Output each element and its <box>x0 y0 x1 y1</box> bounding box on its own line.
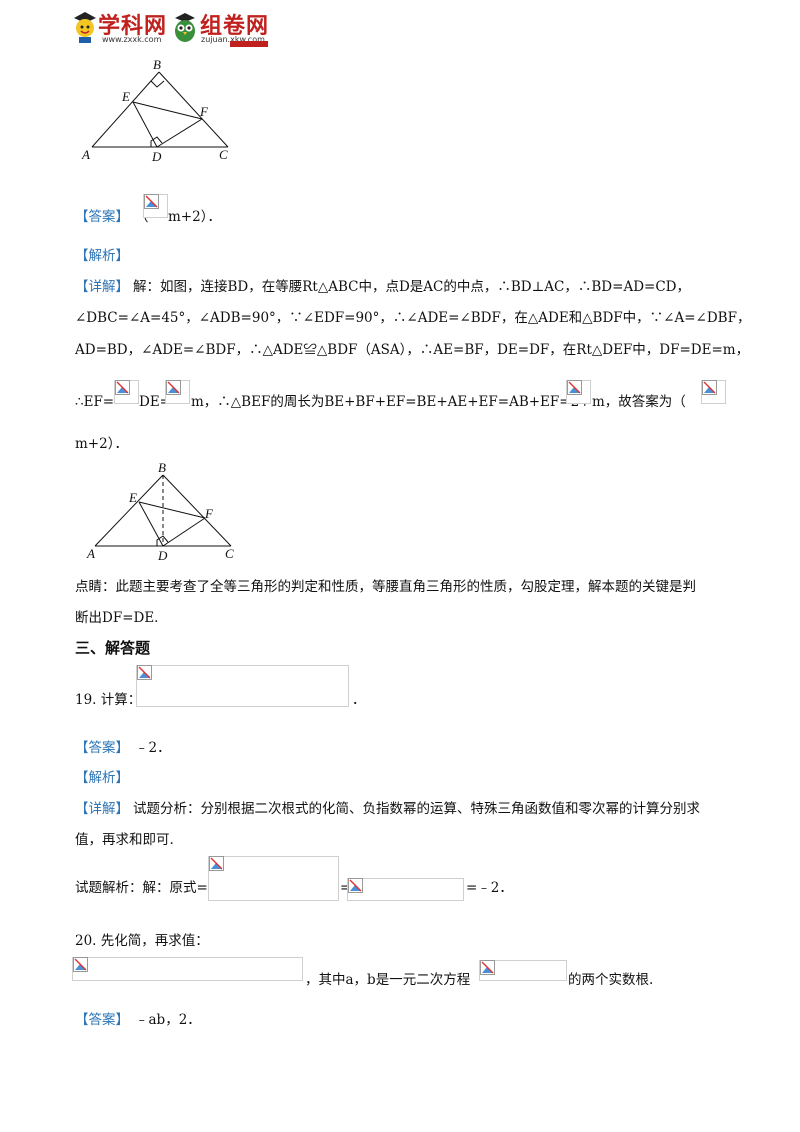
fig2-label-E: E <box>128 490 137 505</box>
q18-note-2: 断出DF=DE. <box>75 610 159 626</box>
fig1-label-C: C <box>219 147 228 162</box>
formula-image-placeholder <box>114 380 139 404</box>
formula-image-placeholder <box>701 380 726 404</box>
fig2-label-F: F <box>204 506 214 521</box>
q18-line-5: m+2）． <box>75 436 128 452</box>
fig1-label-D: D <box>151 149 162 164</box>
q20-stem: 20. 先化简，再求值： <box>75 933 209 949</box>
q20-condition-b: 的两个实数根. <box>568 972 654 988</box>
logo2-banner <box>230 41 268 47</box>
q19-solution-a: 试题解析：解：原式= <box>75 880 208 896</box>
q18-line-4a: ∴EF= <box>75 394 115 410</box>
formula-image-placeholder <box>566 380 591 404</box>
q19-analysis-tag: 【解析】 <box>75 770 129 786</box>
q19-answer-tag: 【答案】 <box>75 740 129 756</box>
q18-note: 点睛：此题主要考查了全等三角形的判定和性质，等腰直角三角形的性质，勾股定理，解本… <box>75 579 696 595</box>
fig1-label-A: A <box>81 147 90 162</box>
q19-solution-b: = <box>340 880 352 896</box>
broken-image-icon <box>209 856 224 871</box>
q18-answer-tail: m+2）． <box>168 209 221 225</box>
q18-line-2: ∠DBC=∠A=45°，∠ADB=90°，∵∠EDF=90°，∴∠ADE=∠BD… <box>75 310 751 326</box>
broken-image-icon <box>567 380 582 395</box>
q18-answer-tag: 【答案】 <box>75 209 129 225</box>
broken-image-icon <box>73 957 88 972</box>
broken-image-icon <box>348 878 363 893</box>
geometry-figure-2: B E F A D C <box>86 460 234 563</box>
fig2-label-D: D <box>157 548 168 563</box>
mascot-icon <box>74 12 96 43</box>
formula-image-placeholder <box>347 878 464 901</box>
logo2-title: 组卷网 <box>200 14 270 39</box>
q19-answer: ﹣2． <box>135 740 171 756</box>
logo1-url: www.zxxk.com <box>102 35 162 44</box>
q18-line-4d: m，故答案为（ <box>592 394 686 410</box>
formula-image-placeholder <box>136 665 349 707</box>
fig2-label-A: A <box>86 546 95 561</box>
broken-image-icon <box>166 380 181 395</box>
q19-detail-2: 值，再求和即可. <box>75 832 174 848</box>
q19-stem-tail: ． <box>352 692 366 708</box>
fig2-label-B: B <box>158 460 166 475</box>
geometry-figure-1: B E F A D C <box>81 57 229 164</box>
q18-detail-tag: 【详解】 <box>75 279 129 295</box>
fig1-label-F: F <box>199 104 209 119</box>
logo1-title: 学科网 <box>98 14 168 39</box>
broken-image-icon <box>480 960 495 975</box>
q18-line-4c: m，∴△BEF的周长为BE+BF+EF=BE+AE+EF=AB+EF=2+ <box>191 394 591 410</box>
broken-image-icon <box>137 665 152 680</box>
formula-image-placeholder <box>165 380 190 404</box>
fig1-label-E: E <box>121 89 130 104</box>
logo2-url: zujuan.xkw.com <box>201 35 265 44</box>
logo-zujuanwang: 组卷网 zujuan.xkw.com <box>172 8 272 48</box>
formula-image-placeholder <box>208 856 339 901</box>
owl-icon <box>175 13 195 42</box>
q20-answer: ﹣ab，2． <box>135 1012 201 1028</box>
fig2-label-C: C <box>225 546 234 561</box>
fig1-label-B: B <box>153 57 161 72</box>
q19-detail-tag: 【详解】 <box>75 801 129 817</box>
broken-image-icon <box>702 380 717 395</box>
logo-xuekewang: 学科网 www.zxxk.com <box>72 8 167 48</box>
q19-stem: 19. 计算： <box>75 692 142 708</box>
q18-line-4b: DE= <box>139 394 171 410</box>
q18-analysis-tag: 【解析】 <box>75 248 129 264</box>
q18-line-3: AD=BD，∠ADE=∠BDF，∴△ADE≌△BDF（ASA），∴AE=BF，D… <box>75 342 750 358</box>
q20-condition-a: ，其中a，b是一元二次方程 <box>305 972 471 988</box>
q19-detail-1: 试题分析：分别根据二次根式的化简、负指数幂的运算、特殊三角函数值和零次幂的计算分… <box>133 801 700 817</box>
formula-image-placeholder <box>72 957 303 981</box>
formula-image-placeholder <box>479 960 567 981</box>
formula-image-placeholder <box>143 194 168 218</box>
broken-image-icon <box>115 380 130 395</box>
q18-line-1: 解：如图，连接BD，在等腰Rt△ABC中，点D是AC的中点，∴BD⊥AC，∴BD… <box>133 279 690 295</box>
q20-answer-tag: 【答案】 <box>75 1012 129 1028</box>
broken-image-icon <box>144 194 159 209</box>
section-title: 三、解答题 <box>75 639 151 657</box>
q19-solution-c: =﹣2． <box>466 880 513 896</box>
